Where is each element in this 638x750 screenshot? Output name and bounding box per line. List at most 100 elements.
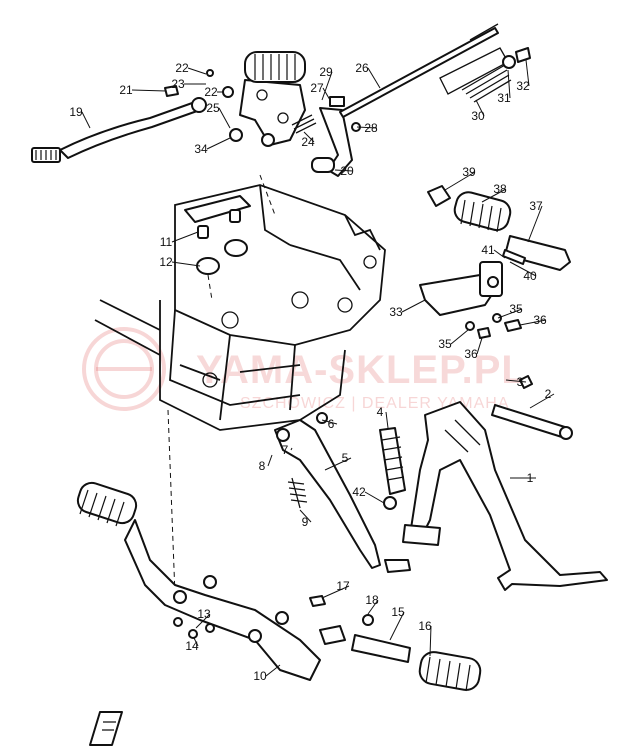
- callout-number: 2: [545, 387, 552, 401]
- upper-footrest-bracket: [164, 51, 361, 177]
- callout-leader: [321, 71, 333, 101]
- callout-leader: [364, 491, 385, 504]
- callout-leader: [525, 59, 530, 87]
- callout-leader: [334, 169, 354, 172]
- callout-number: 42: [352, 485, 366, 499]
- callout-leader: [267, 454, 273, 467]
- callout-number: 22: [175, 61, 189, 75]
- callout-number: 21: [119, 83, 133, 97]
- callout-number: 7: [282, 443, 289, 457]
- callout-number: 29: [319, 65, 333, 79]
- callout-leader: [187, 67, 207, 75]
- callout-number: 36: [533, 313, 547, 327]
- callout-number: 26: [355, 61, 369, 75]
- callout-leader: [527, 205, 543, 243]
- callout-number: 30: [471, 109, 485, 123]
- callout-leader: [131, 89, 167, 92]
- callout-leader: [367, 67, 381, 89]
- callout-number: 35: [509, 302, 523, 316]
- brake-rod: [339, 23, 531, 118]
- callout-leader: [476, 337, 483, 355]
- callout-leader: [401, 299, 426, 313]
- callout-leader: [450, 329, 469, 345]
- callout-number: 41: [481, 243, 495, 257]
- callout-leader: [367, 599, 379, 615]
- center-stand: [402, 375, 608, 591]
- watermark-subtitle: SZCHOWICZ | DEALER YAMAHA: [240, 395, 509, 412]
- callout-leader: [389, 611, 405, 641]
- callout-number: 4: [377, 405, 384, 419]
- callout-leader: [171, 231, 199, 243]
- callout-number: 40: [523, 269, 537, 283]
- callout-number: 5: [342, 451, 349, 465]
- callout-number: 22: [204, 85, 218, 99]
- callout-leader: [481, 188, 507, 203]
- callout-number: 36: [464, 347, 478, 361]
- callout-leader: [265, 664, 281, 677]
- callout-number: 14: [185, 639, 199, 653]
- callout-leader: [429, 625, 432, 657]
- callout-number: 9: [302, 515, 309, 529]
- callout-number: 6: [328, 417, 335, 431]
- callout-leader: [206, 137, 231, 150]
- callout-leader: [303, 131, 315, 143]
- callout-leader: [475, 99, 485, 117]
- callout-leader: [299, 509, 312, 523]
- callout-number: 39: [462, 165, 476, 179]
- rear-footrest-lower: [351, 634, 482, 692]
- callout-leader: [171, 261, 201, 267]
- callout-leader: [529, 393, 555, 409]
- footrest-bar: [76, 481, 374, 681]
- watermark-logo-icon: [82, 327, 166, 411]
- callout-number: 12: [159, 255, 173, 269]
- callout-number: 10: [253, 669, 267, 683]
- callout-leader: [218, 107, 231, 129]
- callout-number: 24: [301, 135, 315, 149]
- callout-leader: [507, 69, 511, 99]
- callout-leader: [505, 379, 527, 383]
- callout-leader: [497, 308, 523, 319]
- callout-leader: [493, 249, 506, 259]
- callout-number: 23: [171, 77, 185, 91]
- callout-leader: [385, 411, 389, 429]
- callout-number: 20: [340, 164, 354, 178]
- callout-leaders: [81, 59, 555, 677]
- callout-leader: [509, 261, 537, 277]
- callout-leader: [81, 111, 91, 129]
- callout-number: 19: [69, 105, 83, 119]
- callout-leader: [321, 585, 350, 599]
- callout-number: 15: [391, 605, 405, 619]
- callout-leader: [356, 126, 378, 129]
- callout-number: 17: [336, 579, 350, 593]
- frame-assembly: [94, 174, 386, 596]
- callout-number: 35: [438, 337, 452, 351]
- callout-leader: [290, 447, 293, 451]
- callout-leader: [444, 171, 476, 191]
- callout-number: 32: [516, 79, 530, 93]
- callout-number: 3: [517, 375, 524, 389]
- callout-number: 1: [527, 471, 534, 485]
- callout-leader: [324, 457, 352, 471]
- callout-number: 8: [259, 459, 266, 473]
- brake-pedal: [31, 97, 207, 163]
- callout-number: 16: [418, 619, 432, 633]
- callout-leader: [519, 319, 547, 326]
- callout-number: 38: [493, 182, 507, 196]
- callout-number: 33: [389, 305, 403, 319]
- callout-number: 28: [364, 121, 378, 135]
- engine-mount: [184, 195, 251, 301]
- callout-labels: 1234567891011121314151617181920212222232…: [69, 61, 551, 683]
- callout-number: 27: [310, 81, 324, 95]
- callout-leader: [195, 613, 211, 629]
- rear-footrest-right: [419, 185, 571, 339]
- callout-number: 37: [529, 199, 543, 213]
- side-stand: [274, 412, 411, 573]
- callout-leader: [193, 637, 199, 647]
- callout-number: 11: [160, 235, 173, 249]
- front-arrow-icon: [89, 711, 123, 746]
- callout-leader: [322, 87, 331, 101]
- callout-number: 25: [206, 101, 220, 115]
- callout-number: 13: [197, 607, 211, 621]
- callout-number: 31: [497, 91, 511, 105]
- callout-number: 18: [365, 593, 379, 607]
